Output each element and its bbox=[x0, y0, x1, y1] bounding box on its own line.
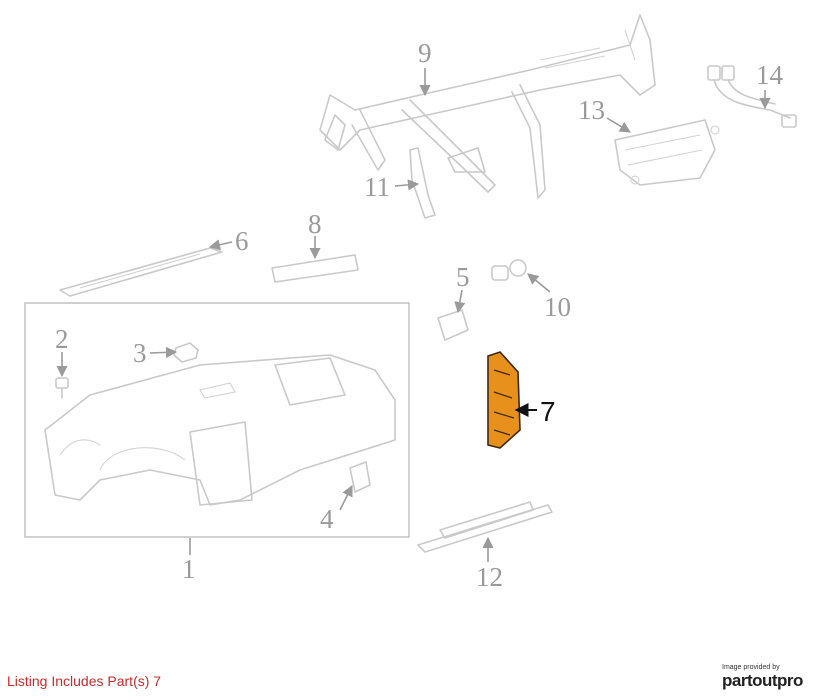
part-12-lower-panel bbox=[417, 501, 553, 553]
part-6-trim-strip bbox=[59, 247, 223, 297]
part-7-highlighted-bracket bbox=[487, 351, 521, 449]
part-8-panel bbox=[271, 254, 359, 283]
callout-1: 1 bbox=[182, 554, 196, 584]
part-1-instrument-panel bbox=[44, 354, 396, 506]
brand-part1: partout bbox=[722, 671, 778, 690]
part-10-socket bbox=[491, 259, 527, 281]
callout-7: 7 bbox=[540, 396, 556, 427]
credit-caption: Image provided by bbox=[722, 664, 780, 671]
callout-4: 4 bbox=[320, 504, 334, 534]
part-11-bracket bbox=[409, 147, 436, 219]
callout-14: 14 bbox=[756, 60, 784, 90]
callout-13: 13 bbox=[578, 95, 605, 125]
callout-8: 8 bbox=[308, 209, 322, 239]
part-13-airbag bbox=[614, 119, 720, 186]
callout-5: 5 bbox=[456, 262, 470, 292]
part-4-clip bbox=[349, 461, 371, 493]
part-5-bracket bbox=[437, 309, 469, 341]
callout-6: 6 bbox=[235, 226, 249, 256]
part-9-reinforcement-beam bbox=[319, 14, 656, 199]
callout-11: 11 bbox=[364, 172, 390, 202]
callout-arrows bbox=[56, 68, 771, 562]
callout-12: 12 bbox=[476, 562, 503, 592]
callout-10: 10 bbox=[544, 292, 571, 322]
part-3-nut bbox=[173, 342, 199, 363]
listing-includes-text: Listing Includes Part(s) 7 bbox=[7, 673, 162, 689]
callout-2: 2 bbox=[55, 324, 69, 354]
part-1-assembly-box bbox=[24, 302, 410, 538]
brand-logo: partoutpro bbox=[722, 671, 803, 690]
part-2-bolt bbox=[55, 377, 69, 399]
brand-part2: pro bbox=[777, 671, 803, 690]
callout-3: 3 bbox=[133, 338, 147, 368]
image-credit: Image provided by partoutpro bbox=[722, 664, 812, 691]
callout-9: 9 bbox=[418, 38, 432, 68]
